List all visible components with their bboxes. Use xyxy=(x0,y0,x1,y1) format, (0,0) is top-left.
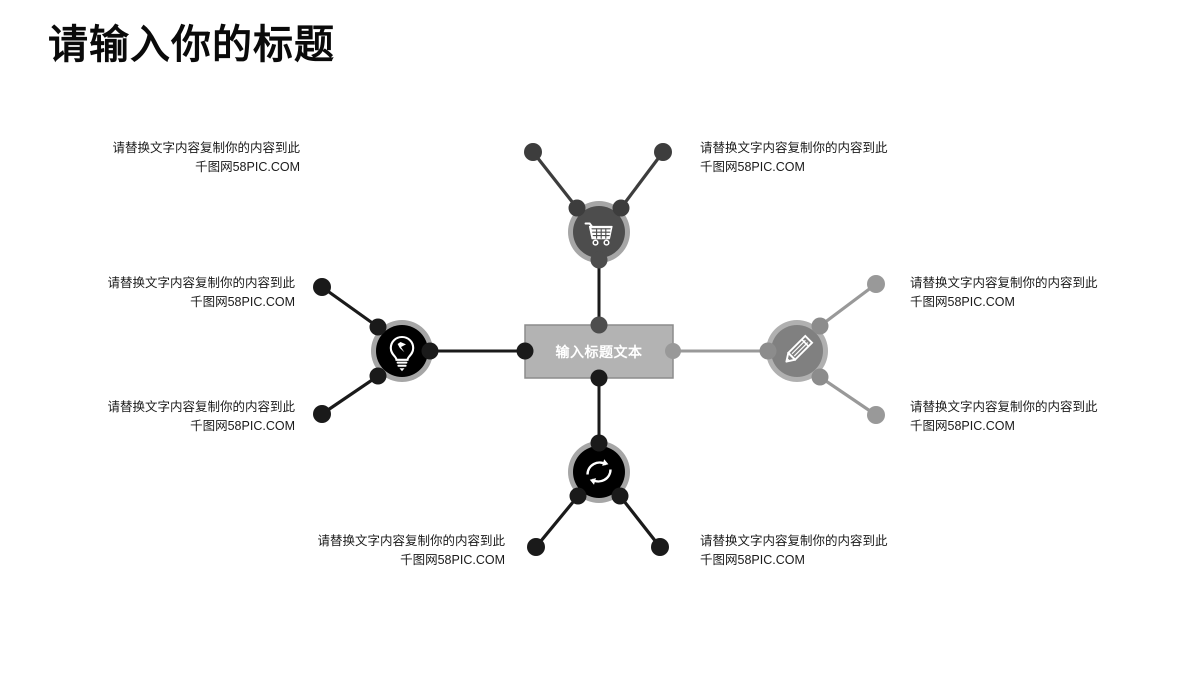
node-right-connector-left xyxy=(759,342,777,360)
label-right-top: 请替换文字内容复制你的内容到此 千图网58PIC.COM xyxy=(910,274,1110,313)
label-left-top: 请替换文字内容复制你的内容到此 千图网58PIC.COM xyxy=(95,274,295,313)
node-left-connector-top xyxy=(369,318,387,336)
label-top-left-line2: 千图网58PIC.COM xyxy=(195,160,300,175)
label-right-top-line2: 千图网58PIC.COM xyxy=(910,295,1015,310)
endpoint-dot-top-right xyxy=(654,143,672,161)
node-left-circle[interactable] xyxy=(376,325,428,377)
label-bottom-right-line1: 请替换文字内容复制你的内容到此 xyxy=(700,534,888,548)
label-bottom-left: 请替换文字内容复制你的内容到此 千图网58PIC.COM xyxy=(305,532,505,571)
node-bottom[interactable] xyxy=(527,434,669,557)
node-bottom-connector-left xyxy=(569,487,587,505)
label-right-bottom-line2: 千图网58PIC.COM xyxy=(910,419,1015,434)
center-dot-bottom xyxy=(590,369,608,387)
label-left-bottom-line2: 千图网58PIC.COM xyxy=(190,419,295,434)
branch-line-right-top xyxy=(819,282,877,328)
center-connectors xyxy=(430,260,768,443)
label-left-top-line2: 千图网58PIC.COM xyxy=(190,295,295,310)
label-top-right-line1: 请替换文字内容复制你的内容到此 xyxy=(700,141,888,155)
label-top-left: 请替换文字内容复制你的内容到此 千图网58PIC.COM xyxy=(100,139,300,178)
node-top-connector-left xyxy=(568,199,586,217)
label-left-bottom-line1: 请替换文字内容复制你的内容到此 xyxy=(107,400,295,414)
endpoint-dot-left-top xyxy=(313,278,331,296)
lightbulb-icon xyxy=(389,335,415,372)
label-top-right: 请替换文字内容复制你的内容到此 千图网58PIC.COM xyxy=(700,139,900,178)
endpoint-dot-right-top xyxy=(867,275,885,293)
pencil-icon xyxy=(785,334,814,363)
shopping-cart-icon xyxy=(584,222,613,246)
endpoint-dot-left-bottom xyxy=(313,405,331,423)
branch-line-bottom-left xyxy=(534,494,580,549)
label-left-bottom: 请替换文字内容复制你的内容到此 千图网58PIC.COM xyxy=(95,398,295,437)
endpoint-dot-bottom-left xyxy=(527,538,545,556)
label-bottom-left-line2: 千图网58PIC.COM xyxy=(400,553,505,568)
label-bottom-left-line1: 请替换文字内容复制你的内容到此 xyxy=(317,534,505,548)
page-title: 请输入你的标题 xyxy=(48,23,335,67)
node-left[interactable] xyxy=(313,278,439,423)
label-top-right-line2: 千图网58PIC.COM xyxy=(700,160,805,175)
center-dot-top xyxy=(590,316,608,334)
label-bottom-right: 请替换文字内容复制你的内容到此 千图网58PIC.COM xyxy=(700,532,900,571)
node-right-connector-bottom xyxy=(811,368,829,386)
node-right-circle[interactable] xyxy=(771,325,823,377)
branch-lines-top xyxy=(531,151,665,209)
endpoint-dot-top-left xyxy=(524,143,542,161)
branch-line-left-bottom xyxy=(321,374,379,416)
node-top-connector-bottom xyxy=(590,251,608,269)
center-dot-left xyxy=(516,342,534,360)
node-bottom-connector-top xyxy=(590,434,608,452)
branch-lines-left xyxy=(321,285,379,416)
label-top-left-line1: 请替换文字内容复制你的内容到此 xyxy=(112,141,300,155)
branch-lines-right xyxy=(819,282,877,417)
label-left-top-line1: 请替换文字内容复制你的内容到此 xyxy=(107,276,295,290)
endpoint-dot-right-bottom xyxy=(867,406,885,424)
node-left-connector-bottom xyxy=(369,367,387,385)
node-bottom-circle[interactable] xyxy=(573,446,625,498)
branch-line-top-left xyxy=(531,151,579,209)
node-top[interactable] xyxy=(524,143,672,269)
node-right[interactable] xyxy=(759,275,886,424)
branch-line-top-right xyxy=(619,151,665,209)
node-top-connector-right xyxy=(612,199,630,217)
branch-line-left-top xyxy=(321,285,379,329)
label-right-top-line1: 请替换文字内容复制你的内容到此 xyxy=(910,276,1098,290)
label-right-bottom-line1: 请替换文字内容复制你的内容到此 xyxy=(910,400,1098,414)
center-dot-right xyxy=(665,343,681,359)
branch-line-right-bottom xyxy=(819,375,877,417)
branch-lines-bottom xyxy=(534,494,662,549)
node-right-connector-top xyxy=(811,317,829,335)
endpoint-dot-bottom-right xyxy=(651,538,669,556)
refresh-icon xyxy=(586,459,612,485)
node-left-connector-right xyxy=(421,342,439,360)
label-right-bottom: 请替换文字内容复制你的内容到此 千图网58PIC.COM xyxy=(910,398,1110,437)
node-bottom-connector-right xyxy=(611,487,629,505)
label-bottom-right-line2: 千图网58PIC.COM xyxy=(700,553,805,568)
branch-line-bottom-right xyxy=(618,495,662,548)
